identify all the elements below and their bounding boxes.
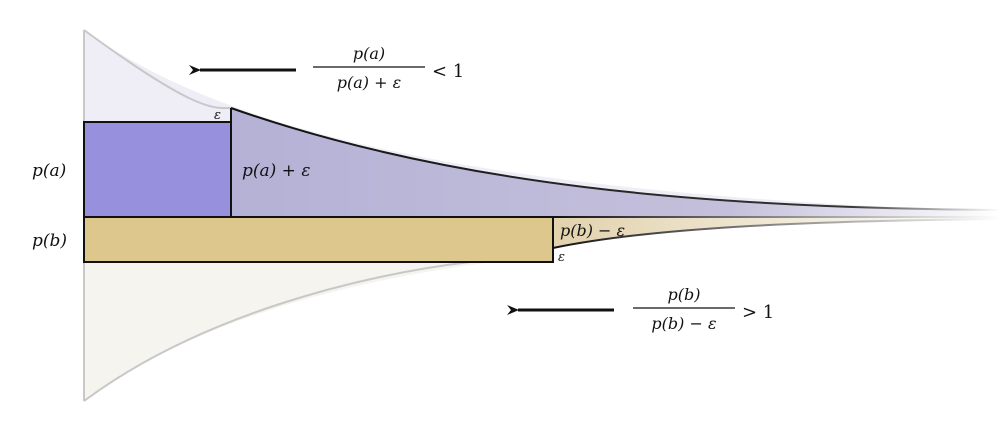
pb-box	[83, 216, 554, 263]
pa-box	[83, 121, 232, 218]
label-eps-top: ε	[214, 108, 221, 123]
formula-bottom-numerator: p(b)	[668, 285, 701, 304]
lower-faint-funnel	[84, 255, 560, 401]
formula-top-denominator: p(a) + ε	[337, 73, 401, 92]
pb-minus-eps-region	[553, 217, 1000, 248]
formula-bottom: p(b) p(b) − ε > 1	[633, 285, 774, 333]
pa-plus-eps-region	[231, 108, 1000, 217]
upper-faint-funnel-edge	[83, 29, 233, 110]
label-eps-bottom: ε	[558, 250, 565, 265]
label-pb: p(b)	[32, 231, 67, 251]
formula-top-relation: < 1	[432, 61, 464, 82]
pa-plus-eps-curve	[230, 107, 1001, 211]
pb-minus-eps-curve	[552, 218, 1001, 249]
formula-bottom-relation: > 1	[742, 302, 774, 323]
label-pb-minus-eps: p(b) − ε	[560, 221, 625, 240]
lower-faint-funnel-edge	[83, 261, 471, 402]
label-pa: p(a)	[32, 161, 66, 181]
label-pa-plus-eps: p(a) + ε	[242, 161, 310, 181]
formula-top: p(a) p(a) + ε < 1	[313, 44, 464, 92]
formula-bottom-denominator: p(b) − ε	[651, 314, 716, 333]
formula-top-numerator: p(a)	[353, 44, 385, 63]
